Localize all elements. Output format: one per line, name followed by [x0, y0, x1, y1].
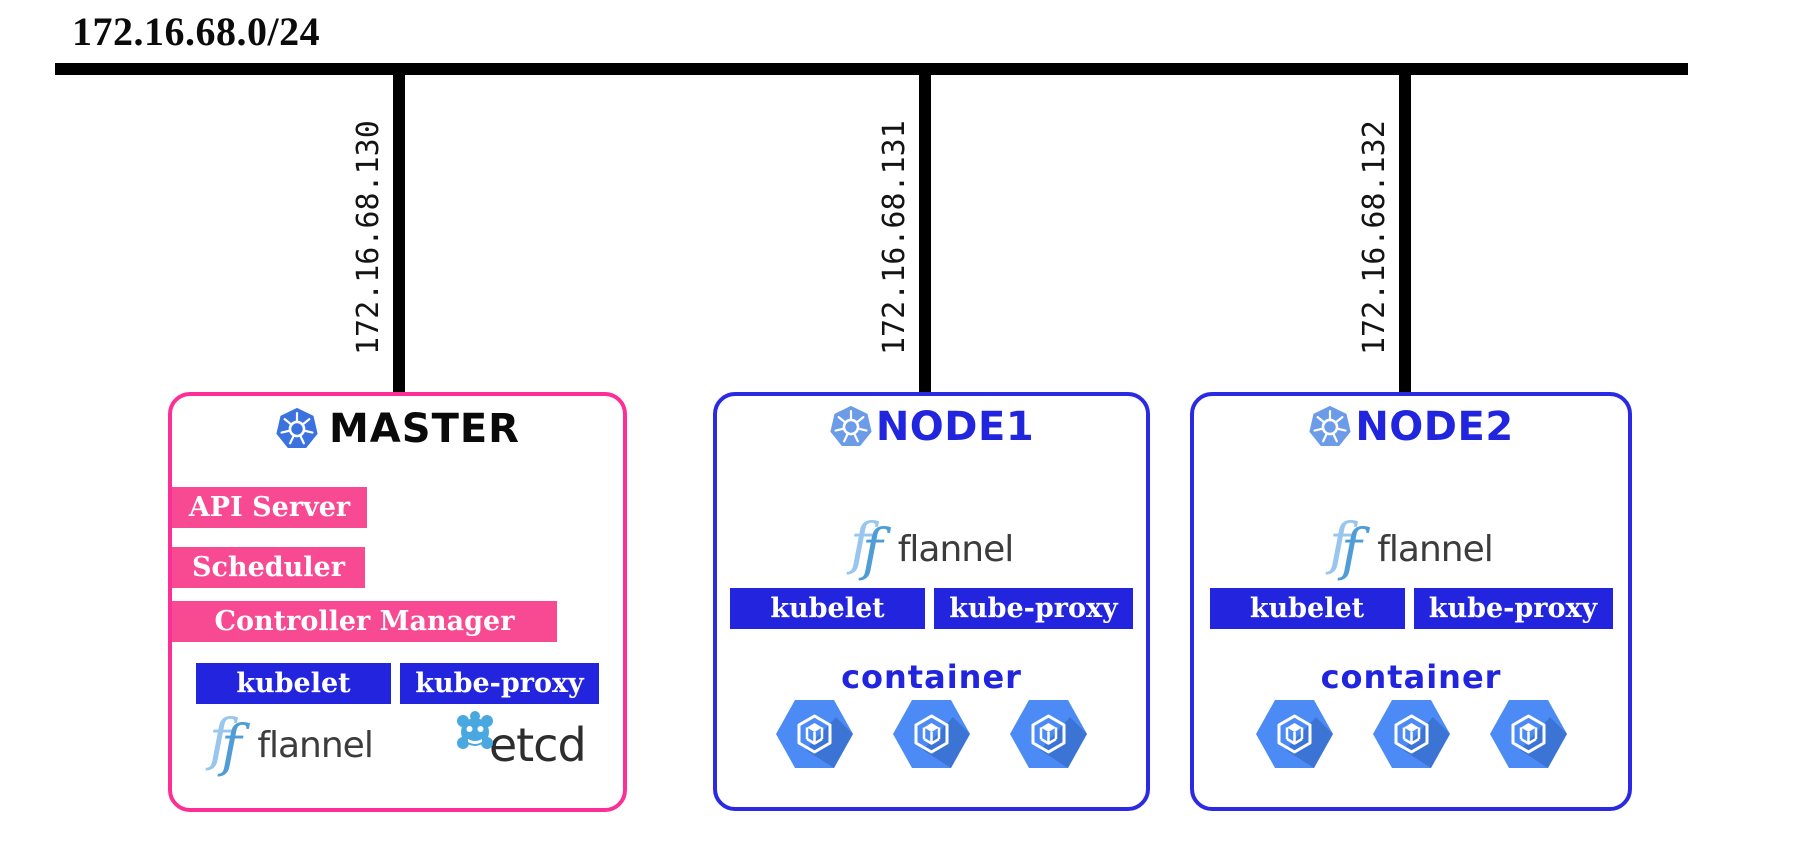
flannel-label: flannel — [1377, 528, 1494, 570]
node1-box: NODE1 f f flannel kubelet kube-proxy con… — [713, 392, 1150, 811]
kube-proxy-badge: kube-proxy — [400, 663, 599, 704]
api-server-badge: API Server — [172, 487, 367, 528]
flannel-logo-group: f f flannel — [1325, 512, 1494, 583]
scheduler-badge: Scheduler — [172, 547, 365, 588]
kubelet-badge: kubelet — [1209, 588, 1405, 629]
controller-manager-row: Controller Manager — [172, 601, 557, 642]
node1-kubelet-row: kubelet kube-proxy — [717, 588, 1146, 629]
node2-container-label-row: container — [1194, 658, 1628, 696]
flannel-logo-group: f f flannel — [205, 708, 374, 779]
scheduler-row: Scheduler — [172, 547, 365, 588]
kubernetes-icon — [1309, 405, 1351, 447]
ip-label-node2: 172.16.68.132 — [1357, 120, 1392, 355]
drop-line-node1 — [919, 66, 931, 396]
node2-title: NODE2 — [1355, 404, 1514, 450]
node1-container-label-row: container — [717, 658, 1146, 696]
ip-label-node1: 172.16.68.131 — [877, 120, 912, 355]
network-cidr-label: 172.16.68.0/24 — [72, 9, 321, 54]
etcd-icon — [456, 711, 493, 749]
master-title: MASTER — [329, 406, 520, 452]
master-logos-row: f f flannel etcd — [172, 708, 623, 779]
etcd-logo-group: etcd — [453, 711, 587, 772]
node2-flannel-row: f f flannel — [1194, 512, 1628, 583]
drop-line-master — [393, 66, 405, 396]
kube-proxy-badge: kube-proxy — [1413, 588, 1613, 629]
drop-line-node2 — [1399, 66, 1411, 396]
network-bus-line — [55, 63, 1688, 75]
container-label: container — [1320, 658, 1502, 696]
kube-proxy-badge: kube-proxy — [934, 588, 1133, 629]
container-icon — [1372, 700, 1450, 768]
flannel-logo-group: f f flannel — [846, 512, 1015, 583]
node1-title: NODE1 — [875, 404, 1035, 450]
svg-text:f: f — [1337, 518, 1371, 583]
node1-flannel-row: f f flannel — [717, 512, 1146, 583]
node2-kubelet-row: kubelet kube-proxy — [1194, 588, 1628, 629]
container-icon — [1255, 700, 1333, 768]
flannel-label: flannel — [257, 724, 374, 766]
controller-manager-badge: Controller Manager — [172, 601, 557, 642]
etcd-label: etcd — [488, 718, 587, 772]
kubernetes-icon — [276, 407, 318, 449]
api-server-row: API Server — [172, 487, 367, 528]
kubelet-badge: kubelet — [730, 588, 925, 629]
master-kubelet-row: kubelet kube-proxy — [172, 663, 623, 704]
node2-box: NODE2 f f flannel kubelet kube-proxy con… — [1190, 392, 1632, 811]
svg-text:f: f — [217, 714, 251, 779]
node2-header: NODE2 — [1194, 404, 1628, 450]
container-icon — [1010, 700, 1087, 768]
master-header: MASTER — [172, 406, 623, 452]
container-label: container — [841, 658, 1022, 696]
flannel-icon: f f — [205, 708, 251, 779]
flannel-icon: f f — [846, 512, 892, 583]
flannel-label: flannel — [897, 528, 1015, 570]
container-icon — [1489, 700, 1567, 768]
kubernetes-icon — [830, 405, 872, 447]
container-icon — [776, 700, 853, 768]
container-icon — [893, 700, 970, 768]
master-box: MASTER API Server Scheduler Controller M… — [168, 392, 627, 812]
kubelet-badge: kubelet — [196, 663, 391, 704]
node1-header: NODE1 — [717, 404, 1146, 450]
ip-label-master: 172.16.68.130 — [351, 120, 386, 355]
node1-container-icons — [717, 698, 1146, 770]
svg-text:f: f — [858, 518, 892, 583]
flannel-icon: f f — [1325, 512, 1371, 583]
node2-container-icons — [1194, 698, 1628, 770]
